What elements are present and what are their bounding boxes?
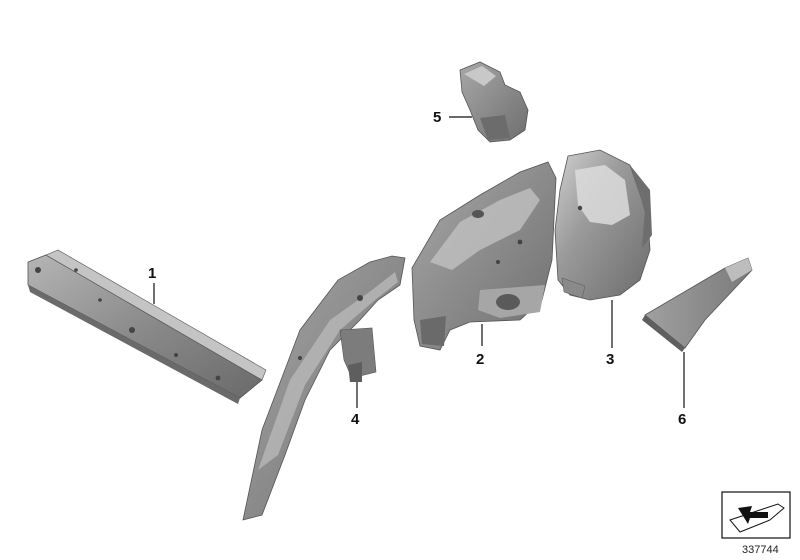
callout-4: 4 xyxy=(351,411,360,428)
direction-arrow-icon xyxy=(721,491,791,539)
callout-3: 3 xyxy=(606,351,614,368)
diagram-reference-number: 337744 xyxy=(742,544,779,556)
callout-5: 5 xyxy=(433,109,441,126)
part-2-wheelhouse-front xyxy=(411,161,557,351)
part-1-rail xyxy=(27,249,267,404)
callout-2: 2 xyxy=(476,351,484,368)
callout-1: 1 xyxy=(148,265,156,282)
part-3-wheelhouse-rear xyxy=(554,149,652,301)
part-5-bracket xyxy=(459,61,529,143)
part-6-wedge xyxy=(642,257,753,352)
callout-6: 6 xyxy=(678,411,686,428)
part-4-pillar xyxy=(242,255,406,521)
